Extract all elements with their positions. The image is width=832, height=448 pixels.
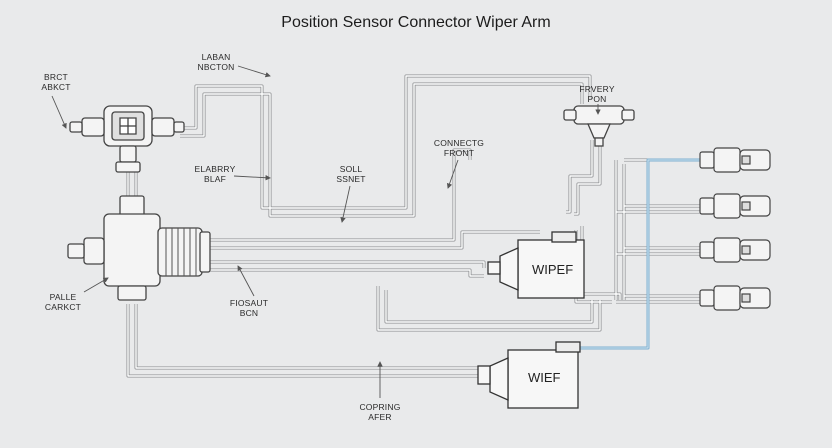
diagram-title: Position Sensor Connector Wiper Arm bbox=[281, 14, 551, 31]
top-right-sensor bbox=[563, 105, 635, 147]
sensor-housing bbox=[67, 195, 211, 301]
leader-lines bbox=[51, 65, 601, 398]
right-connector bbox=[699, 147, 771, 311]
top-left-connector bbox=[69, 105, 185, 173]
upper-wiper-box bbox=[487, 231, 585, 299]
lower-wiper-box bbox=[477, 341, 581, 409]
lower-wiper-label: WIEF bbox=[528, 370, 561, 385]
upper-wiper-label: WIPEF bbox=[532, 262, 574, 277]
wire-harness bbox=[126, 74, 700, 378]
